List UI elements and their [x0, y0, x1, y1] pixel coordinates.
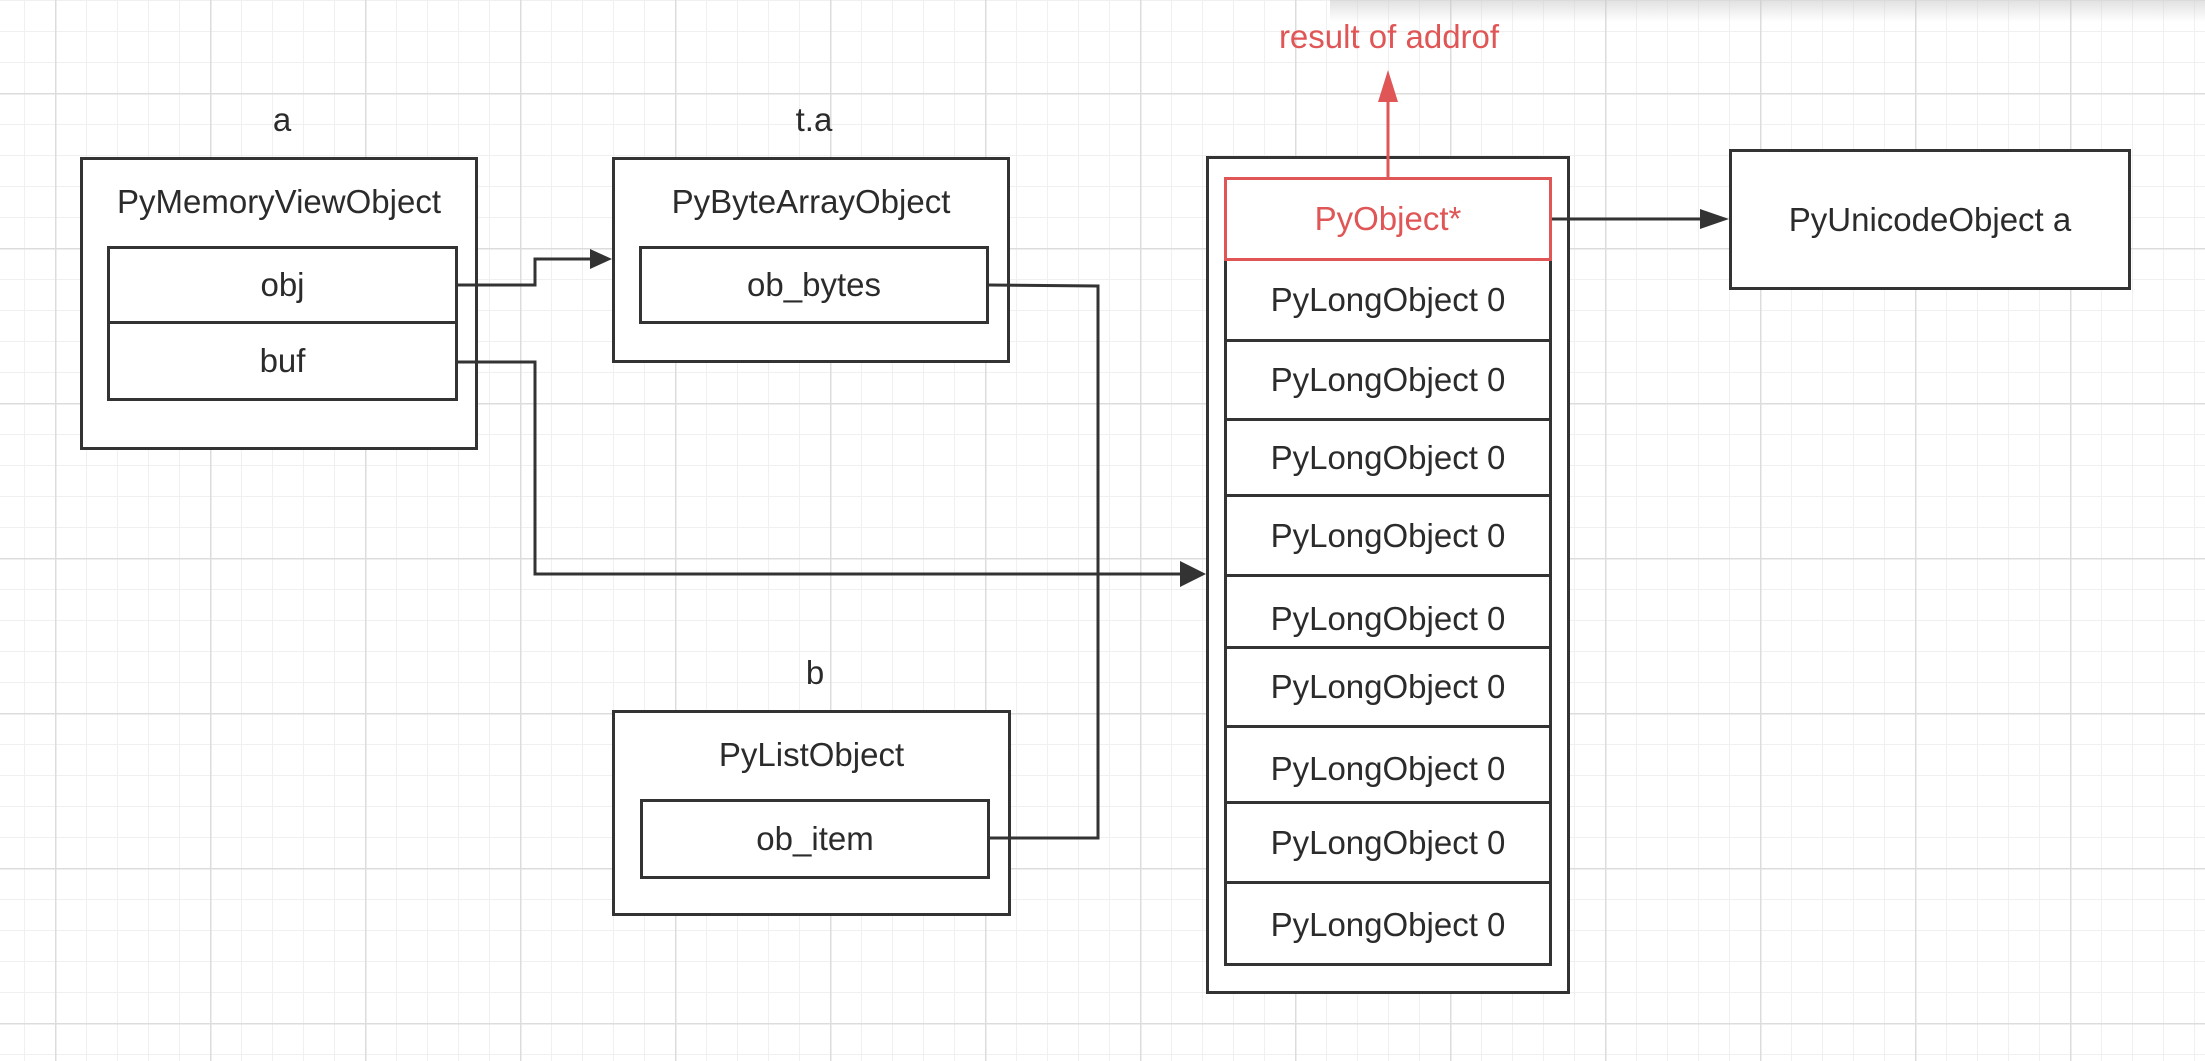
array-slot-pylong-1[interactable]: PyLongObject 0: [1224, 261, 1552, 342]
list-object-title: PyListObject: [718, 736, 905, 773]
arrow-buf-to-array: [458, 360, 1185, 576]
array-slot-pylong-6[interactable]: PyLongObject 0: [1224, 649, 1552, 728]
array-slot-pylong-4[interactable]: PyLongObject 0: [1224, 497, 1552, 577]
bytearray-object-title: PyByteArrayObject: [671, 183, 951, 220]
arrowhead-obj-to-bytearray: [590, 249, 612, 269]
label-result-of-addrof: result of addrof: [1278, 18, 1500, 55]
memoryview-object-title: PyMemoryViewObject: [117, 183, 441, 220]
arrowhead-addrof: [1378, 70, 1398, 102]
memoryview-field-buf[interactable]: buf: [107, 321, 458, 401]
label-a: a: [272, 101, 292, 138]
unicode-object-box[interactable]: PyUnicodeObject a: [1729, 149, 2131, 290]
connector-ob-bytes-to-ob-item: [988, 283, 1100, 840]
top-shadow: [1330, 0, 2205, 22]
label-b: b: [805, 654, 825, 691]
array-slot-pylong-8[interactable]: PyLongObject 0: [1224, 804, 1552, 884]
memoryview-field-obj[interactable]: obj: [107, 246, 458, 324]
arrowhead-pyobject-to-unicode: [1700, 209, 1729, 229]
label-ta: t.a: [795, 101, 833, 138]
array-slot-pylong-3[interactable]: PyLongObject 0: [1224, 421, 1552, 497]
list-field-ob-item[interactable]: ob_item: [640, 799, 990, 879]
array-slot-pyobject-pointer[interactable]: PyObject*: [1224, 177, 1552, 261]
arrowhead-buf-to-array: [1180, 561, 1206, 587]
arrow-obj-to-bytearray: [458, 257, 604, 287]
bytearray-field-ob-bytes[interactable]: ob_bytes: [639, 246, 989, 324]
array-slot-pylong-5[interactable]: PyLongObject 0: [1224, 577, 1552, 649]
array-slot-pylong-2[interactable]: PyLongObject 0: [1224, 342, 1552, 421]
array-slot-pylong-7[interactable]: PyLongObject 0: [1224, 728, 1552, 804]
array-slot-pylong-9[interactable]: PyLongObject 0: [1224, 884, 1552, 966]
